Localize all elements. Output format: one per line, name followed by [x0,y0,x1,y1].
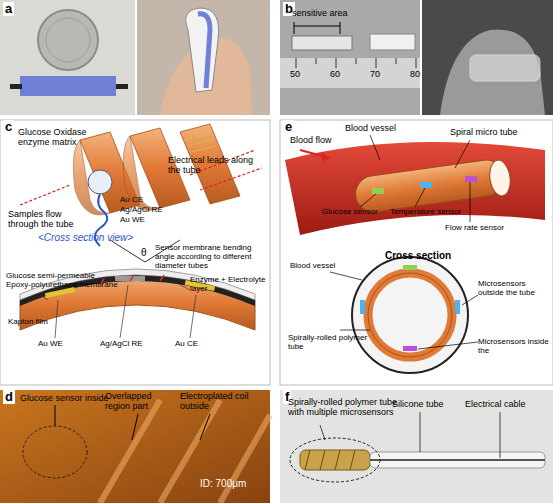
part-label: Spirally-rolled polymer tube [288,334,368,352]
sensor-label: Flow rate sensor [445,224,504,233]
electrode-label: Ag/AgCl RE [100,340,143,349]
drawing-c [0,120,270,385]
ruler-number: 60 [330,70,340,80]
view-label: <Cross section view> [38,232,168,243]
part-label: Blood vessel [290,262,335,271]
part-label: Spirally-rolled polymer tube with multip… [288,398,408,418]
electrode-label: Au CE [120,196,143,205]
angle-symbol: θ [141,247,147,258]
dimension-label: ID: 700μm [200,478,270,489]
part-label: Microsensors outside the tube [478,280,550,298]
panel-letter: e [283,120,294,134]
area-label: sensitive area [292,9,372,19]
part-label: Spiral micro tube [450,128,518,138]
drawing-e [280,120,553,385]
photo-a [0,0,270,115]
part-label: Electrical leads along the tube [168,156,263,176]
note-label: Sensor membrane bending angle according … [155,244,267,270]
electrode-label: Au WE [120,216,145,225]
photo-d [0,390,270,503]
sensor-label: Glucose sensor [322,208,378,217]
photo-b [280,0,553,115]
electrode-label: Au CE [175,340,198,349]
electrode-label: Au WE [38,340,63,349]
layer-label: Kapton film [8,318,78,327]
part-label: Silicone tube [392,400,444,410]
section-label: Cross section [385,250,451,261]
photo-f [280,390,553,503]
electrode-label: Ag/AgCl RE [120,206,163,215]
panel-letter: a [3,2,14,16]
ruler-number: 80 [410,70,420,80]
part-label: Blood vessel [345,124,396,134]
layer-label: Enzyme + Electrolyte layer [190,276,268,294]
ruler-number: 70 [370,70,380,80]
part-label: Electrical cable [465,400,526,410]
part-label: Microsensors inside the [478,338,550,356]
flow-label: Samples flow through the tube [8,210,78,230]
part-label: Glucose sensor inside [20,394,110,404]
part-label: Glucose Oxidase enzyme matrix [18,128,96,148]
part-label: Electroplated coil outside [180,392,268,412]
ruler-number: 50 [290,70,300,80]
panel-letter: d [3,390,15,404]
part-label: Overlapped region part [105,392,175,412]
sensor-label: Temperature sensor [390,208,461,217]
layer-label: Glucose semi-permeable Epoxy-polyurethan… [6,272,121,290]
panel-letter: c [3,120,14,134]
flow-label: Blood flow [290,136,345,146]
